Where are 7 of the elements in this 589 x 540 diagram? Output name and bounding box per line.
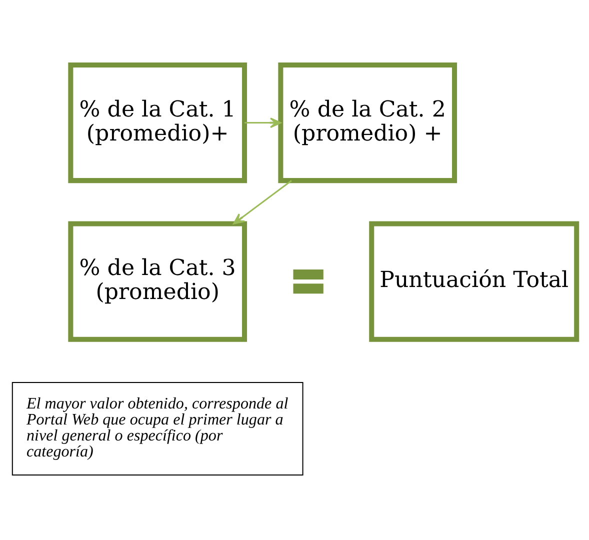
node-box: El mayor valor obtenido, corresponde al Portal Web que ocupa el primer lugar a nivel general o específico (por categoría) [12,382,304,476]
node-box: % de la Cat. 1 (promedio)+ [68,62,248,184]
arrow [233,180,292,224]
node-box: % de la Cat. 2 (promedio) + [278,62,458,184]
arrow [244,118,282,128]
node-box: Puntuación Total [369,221,580,342]
node-box: % de la Cat. 3 (promedio) [68,221,248,342]
